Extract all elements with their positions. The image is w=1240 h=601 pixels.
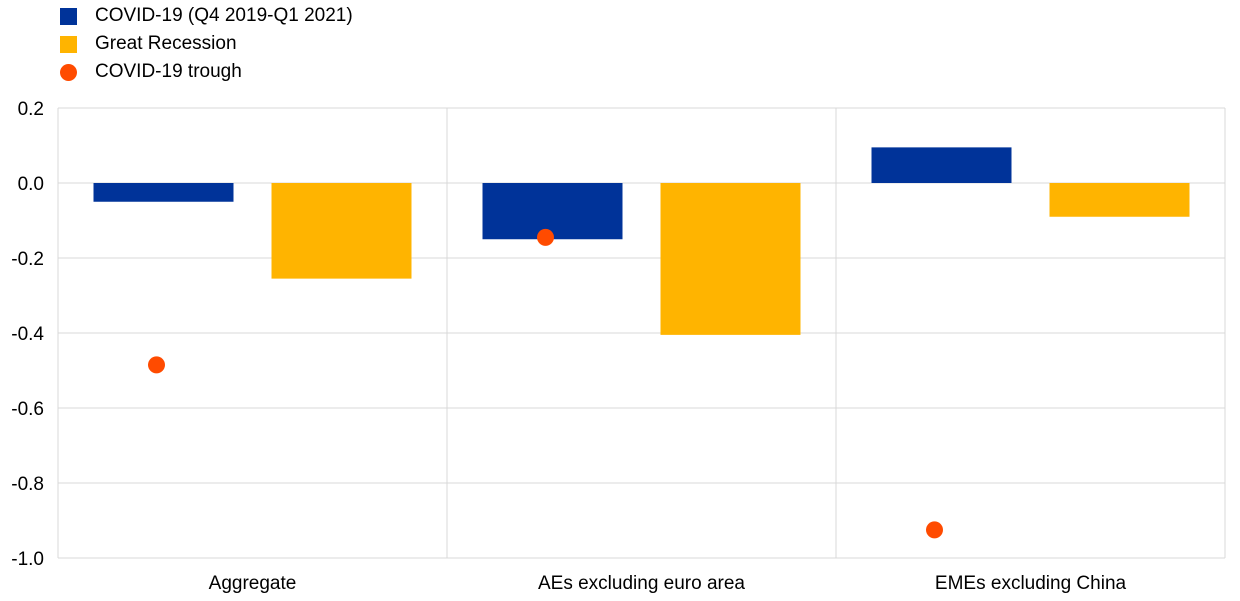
x-category-label: EMEs excluding China xyxy=(935,573,1127,594)
legend-swatch-covid xyxy=(60,7,77,25)
legend-label-covid: COVID-19 (Q4 2019-Q1 2021) xyxy=(95,5,353,26)
y-tick-label: -0.8 xyxy=(11,474,44,495)
bar-covid xyxy=(93,183,234,202)
legend-marker-covid-trough xyxy=(60,63,77,81)
x-category-label: Aggregate xyxy=(209,573,297,594)
bar-great-recession xyxy=(271,183,412,279)
y-tick-label: 0.2 xyxy=(18,99,44,120)
bar-great-recession xyxy=(1049,183,1190,217)
covid-trough-point xyxy=(148,356,165,374)
covid-trough-point xyxy=(926,521,943,539)
bar-great-recession xyxy=(660,183,801,335)
legend-label-covid-trough: COVID-19 trough xyxy=(95,61,242,82)
chart-legend: COVID-19 (Q4 2019-Q1 2021) Great Recessi… xyxy=(60,2,353,86)
y-tick-label: 0.0 xyxy=(18,174,44,195)
bar-covid xyxy=(482,183,623,240)
x-category-label: AEs excluding euro area xyxy=(538,573,745,594)
legend-item-covid: COVID-19 (Q4 2019-Q1 2021) xyxy=(60,2,353,30)
legend-item-great-recession: Great Recession xyxy=(60,30,353,58)
legend-item-covid-trough: COVID-19 trough xyxy=(60,58,353,86)
y-tick-label: -1.0 xyxy=(11,549,44,570)
legend-swatch-great-recession xyxy=(60,35,77,53)
legend-label-great-recession: Great Recession xyxy=(95,33,237,54)
bar-covid xyxy=(871,147,1012,183)
covid-trough-point xyxy=(537,228,554,246)
y-tick-label: -0.2 xyxy=(11,249,44,270)
y-tick-label: -0.4 xyxy=(11,324,44,345)
y-tick-label: -0.6 xyxy=(11,399,44,420)
